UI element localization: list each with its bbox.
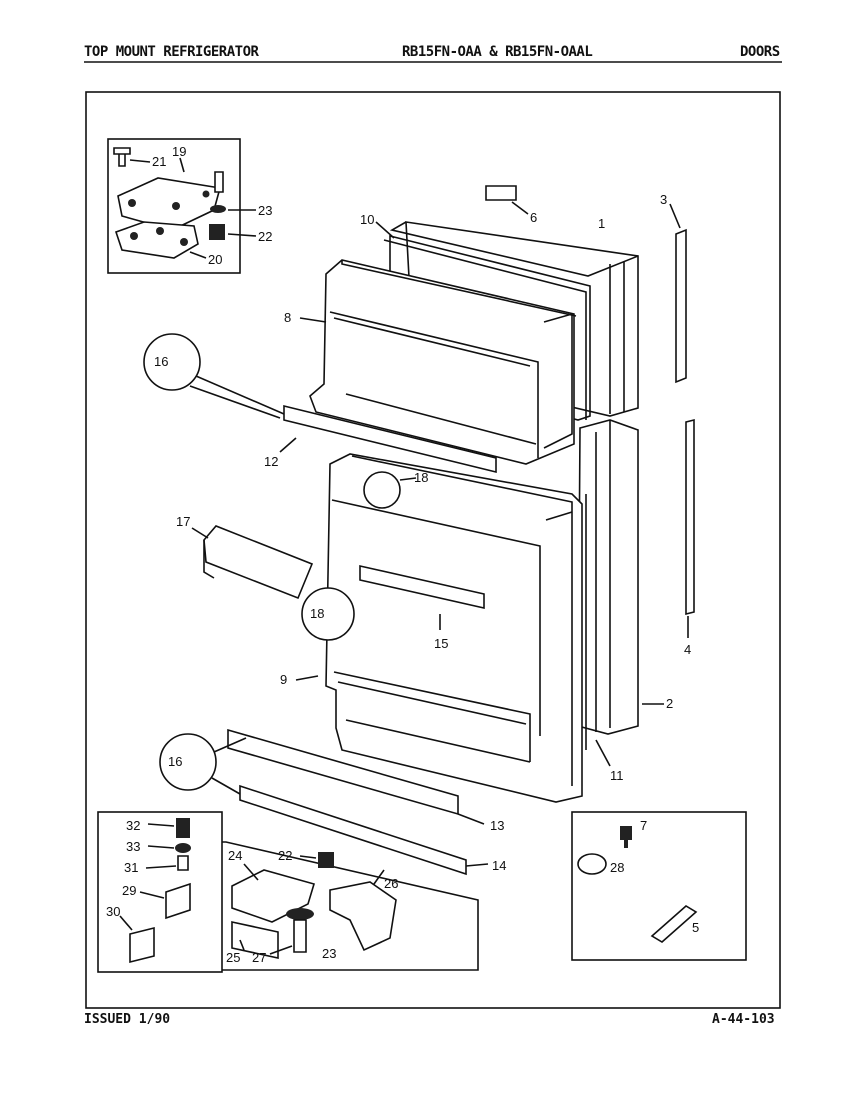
callout-7: 7 [640, 818, 647, 833]
washer-part-23b [286, 908, 314, 920]
washer-part-33 [175, 843, 191, 853]
page-title: TOP MOUNT REFRIGERATOR [84, 44, 259, 60]
callout-27: 27 [252, 950, 266, 965]
callout-22a: 22 [258, 229, 272, 244]
hinge-bar-part-4 [685, 418, 695, 616]
bushing-part-22 [209, 224, 225, 240]
dairy-compartment-part-17 [203, 525, 314, 600]
bushing-part-32 [176, 818, 190, 838]
freezer-rail-part-12 [283, 404, 497, 474]
callout-18a: 18 [414, 470, 428, 485]
callout-3: 3 [660, 192, 667, 207]
callout-31: 31 [124, 860, 138, 875]
callout-13: 13 [490, 818, 504, 833]
callout-12: 12 [264, 454, 278, 469]
diagram-frame [85, 91, 781, 1009]
callout-24: 24 [228, 848, 242, 863]
bracket-part-30 [129, 926, 155, 964]
callout-18b: 18 [310, 606, 324, 621]
clip-part-5 [650, 905, 698, 943]
hinge-bar-part-3 [675, 228, 687, 384]
top-hinge-inset [107, 138, 257, 274]
callout-21: 21 [152, 154, 166, 169]
callout-17: 17 [176, 514, 190, 529]
door-shelf-part-15 [359, 564, 485, 610]
detail-circle-part-16 [143, 333, 201, 391]
screw-part-31 [177, 855, 189, 871]
detail-circle-part-18 [301, 587, 355, 641]
callout-9: 9 [280, 672, 287, 687]
callout-5: 5 [692, 920, 699, 935]
callout-labels: 1 2 3 4 5 6 7 8 9 10 11 12 13 14 15 16 1… [106, 144, 699, 965]
callout-23a: 23 [258, 203, 272, 218]
bushing-part-22b [318, 852, 334, 868]
callout-15: 15 [434, 636, 448, 651]
callout-4: 4 [684, 642, 691, 657]
cap-part-28 [577, 853, 607, 875]
callout-22b: 22 [278, 848, 292, 863]
screw-part-21 [113, 147, 131, 155]
model-numbers: RB15FN-OAA & RB15FN-OAAL [402, 44, 593, 60]
washer-part-23 [210, 205, 226, 213]
pad-part-6 [485, 185, 517, 201]
callout-25: 25 [226, 950, 240, 965]
callout-30: 30 [106, 904, 120, 919]
callout-23b: 23 [322, 946, 336, 961]
document-code: A-44-103 [712, 1012, 775, 1027]
callout-1: 1 [598, 216, 605, 231]
callout-20: 20 [208, 252, 222, 267]
callout-11: 11 [610, 768, 624, 783]
plug-part-7 [620, 826, 632, 840]
callout-16a: 16 [154, 354, 168, 369]
section-name: DOORS [740, 44, 780, 60]
detail-circle-part-16b [159, 733, 217, 791]
fresh-food-door-liner-part-9 [295, 453, 583, 803]
callout-10: 10 [360, 212, 374, 227]
hinge-plate-part-20 [114, 221, 199, 259]
callout-29: 29 [122, 883, 136, 898]
callout-26: 26 [384, 876, 398, 891]
trim-part-14 [239, 784, 467, 876]
callout-32: 32 [126, 818, 140, 833]
pin-part-27 [293, 919, 307, 953]
detail-circle-part-18b [363, 471, 401, 509]
callout-8: 8 [284, 310, 291, 325]
fresh-food-door-panel-part-2 [577, 419, 664, 735]
bottom-hinge-inset [97, 811, 223, 973]
callout-28: 28 [610, 860, 624, 875]
callout-16b: 16 [168, 754, 182, 769]
center-hinge-inset [222, 841, 479, 971]
hinge-part-29 [165, 882, 191, 920]
issue-date: ISSUED 1/90 [84, 1012, 171, 1027]
callout-6: 6 [530, 210, 537, 225]
accessory-inset [571, 811, 747, 961]
bracket-part-26 [329, 881, 397, 952]
callout-19: 19 [172, 144, 186, 159]
callout-2: 2 [666, 696, 673, 711]
callout-14: 14 [492, 858, 506, 873]
freezer-door-liner-part-8 [299, 259, 577, 465]
callout-33: 33 [126, 839, 140, 854]
